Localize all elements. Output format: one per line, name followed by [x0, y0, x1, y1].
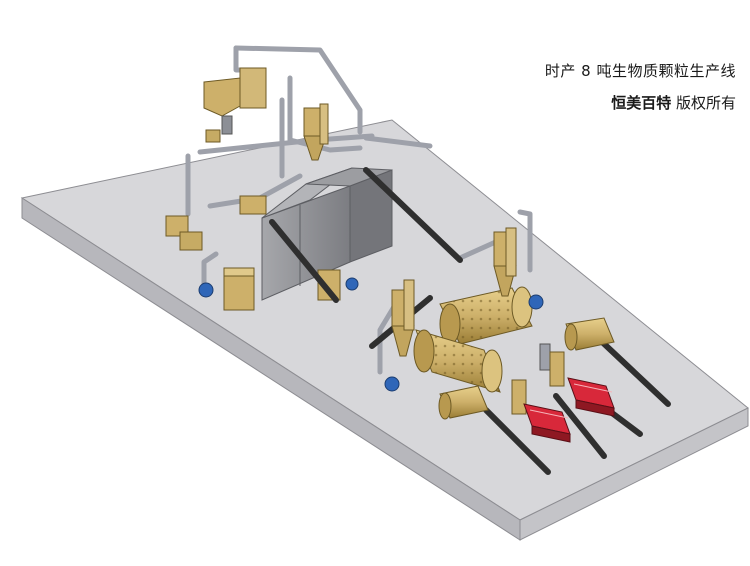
left-equipment-cluster: [165, 195, 359, 311]
copyright-line: 恒美百特 版权所有: [611, 92, 736, 113]
conveyor-1: [269, 219, 339, 303]
conveyor-5: [483, 407, 551, 475]
cyclone-separator-right: [493, 227, 544, 310]
cyclone-separator-left: [384, 279, 415, 392]
rights-text: 版权所有: [675, 94, 736, 112]
blower-fan-right: [528, 294, 544, 310]
hoppers: [438, 317, 615, 420]
brand-name: 恒美百特: [611, 94, 672, 112]
diagram-title: 时产 8 吨生物质颗粒生产线: [544, 62, 736, 80]
conveyor-6: [553, 393, 607, 459]
blower-fan-bottom: [384, 376, 400, 392]
rotary-dryer-drum-lower: [413, 329, 503, 393]
rotary-dryer-drum-upper: [439, 286, 533, 345]
hopper-left: [438, 385, 489, 420]
blower-fan-mid: [345, 277, 359, 291]
floor-right-side: [519, 407, 749, 541]
hopper-right: [564, 317, 615, 351]
belt-conveyors: [269, 167, 671, 475]
feed-bin-assembly: [203, 67, 267, 143]
hot-air-furnace-1: [523, 403, 571, 443]
cyclone-separator-top: [303, 103, 329, 161]
rotary-dryer-drums: [413, 286, 551, 393]
hot-air-furnaces: [523, 377, 615, 443]
cyclone-separators-dryer: [384, 227, 544, 392]
hot-air-furnace-2: [567, 377, 615, 417]
blower-fan-left: [198, 282, 214, 298]
conveyor-2: [363, 167, 463, 263]
conveyor-4: [597, 337, 671, 407]
